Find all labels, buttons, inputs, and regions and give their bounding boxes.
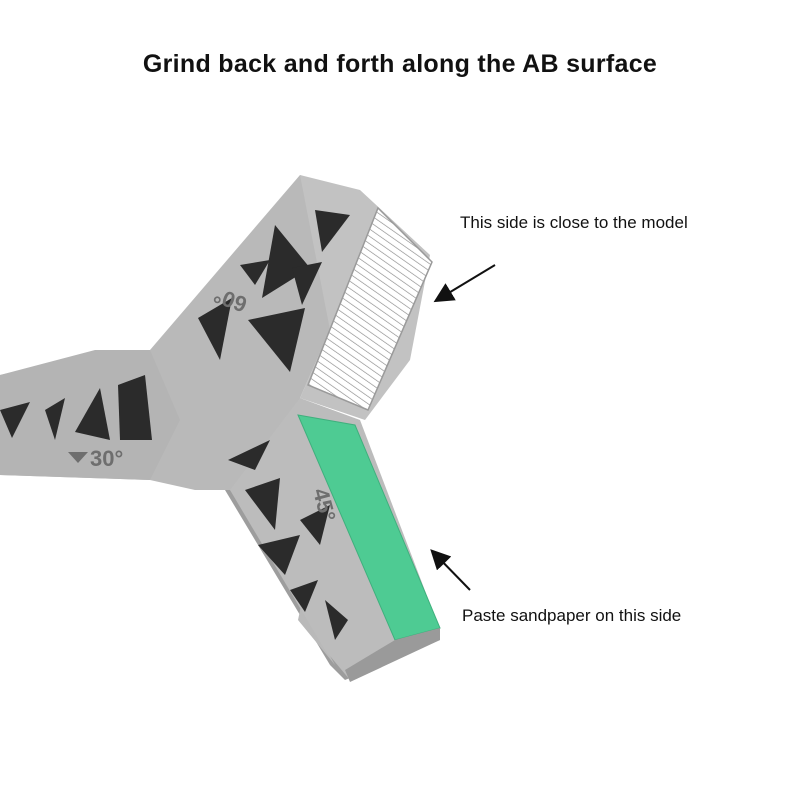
model-contact-face <box>307 206 433 411</box>
angle-30-label: 30° <box>90 446 123 471</box>
angle-30-triangle-icon <box>68 452 88 463</box>
lower-edge-bevel <box>345 628 440 682</box>
angle-mark-30: 30° <box>68 446 123 471</box>
callout-sandpaper-side: Paste sandpaper on this side <box>462 606 682 625</box>
callout-model-side: This side is close to the model <box>460 213 688 232</box>
page-title: Grind back and forth along the AB surfac… <box>142 50 658 78</box>
triangle-cutouts <box>0 210 350 640</box>
arrow-to-model-face-icon <box>433 264 496 303</box>
arrow-to-sandpaper-face-icon <box>430 549 471 591</box>
